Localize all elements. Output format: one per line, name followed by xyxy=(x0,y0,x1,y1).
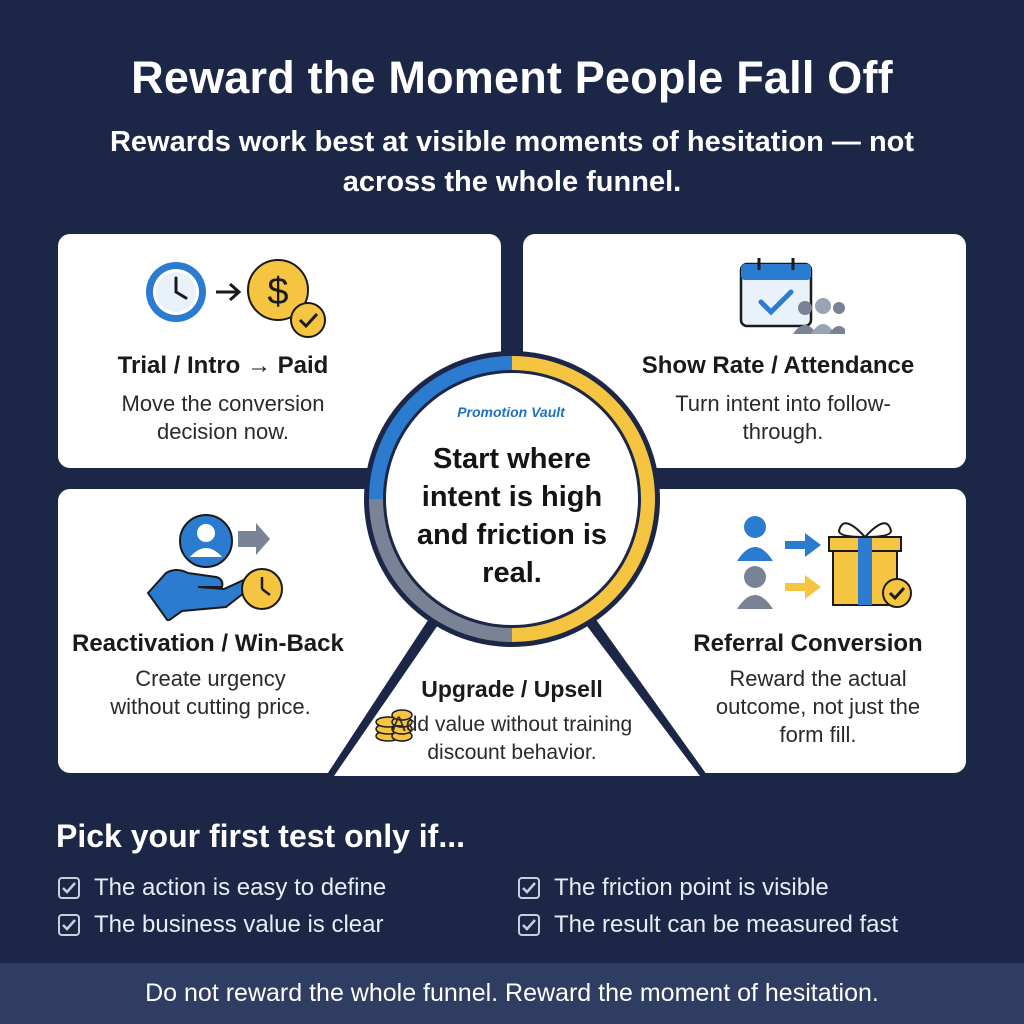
hub-ring-blue xyxy=(369,356,513,500)
footer-banner: Do not reward the whole funnel. Reward t… xyxy=(0,963,1024,1024)
checklist-heading: Pick your first test only if... xyxy=(56,818,465,854)
card-show-rate-desc: Turn intent into follow-through. xyxy=(675,391,891,444)
card-reactivation-desc: Create urgency without cutting price. xyxy=(110,666,311,719)
dollar-coin-icon: $ xyxy=(247,259,309,321)
card-reactivation-title: Reactivation / Win-Back xyxy=(72,630,344,657)
check-badge-icon xyxy=(290,302,326,338)
reactivation-icons xyxy=(146,514,283,621)
card-upgrade-desc: Add value without training discount beha… xyxy=(391,713,633,764)
hub-ring-gray xyxy=(369,498,513,642)
referral-icons xyxy=(737,516,912,609)
checklist-item-text: The result can be measured fast xyxy=(554,911,899,938)
check-badge-icon xyxy=(882,578,912,608)
arrow-right-icon xyxy=(216,282,242,302)
clock-icon xyxy=(241,568,283,610)
checklist-item: The friction point is visible xyxy=(518,874,829,902)
page-title: Reward the Moment People Fall Off xyxy=(131,52,893,103)
arrow-right-icon xyxy=(785,533,821,599)
card-trial-desc: Move the conversion decision now. xyxy=(121,391,325,444)
upgrade-panel xyxy=(334,622,700,776)
hub-ring-yellow-bottom xyxy=(511,498,655,642)
clock-icon xyxy=(146,262,206,322)
checkbox-icon xyxy=(58,877,80,899)
card-upgrade-title: Upgrade / Upsell xyxy=(421,676,603,702)
brand-logo: Promotion Vault xyxy=(457,404,565,420)
person-icon xyxy=(737,516,773,609)
checklist-item: The business value is clear xyxy=(58,911,383,939)
checklist-item-text: The action is easy to define xyxy=(94,874,387,901)
show-rate-icons xyxy=(739,258,845,334)
page-subtitle: Rewards work best at visible moments of … xyxy=(109,126,915,198)
card-referral-desc: Reward the actual outcome, not just the … xyxy=(715,666,921,747)
hub-circle-inner xyxy=(386,373,638,625)
group-people-icon xyxy=(793,298,845,334)
checkbox-icon xyxy=(518,877,540,899)
trial-icons: $ xyxy=(146,259,326,338)
checklist-item-text: The friction point is visible xyxy=(554,874,829,901)
checkbox-icon xyxy=(518,914,540,936)
card-trial-title: Trial / Intro → Paid xyxy=(117,352,329,379)
hub-ring-yellow-top xyxy=(511,356,655,500)
coin-stack-icon xyxy=(375,709,413,742)
checklist-item: The result can be measured fast xyxy=(518,911,898,939)
checkbox-icon xyxy=(58,914,80,936)
user-arrow-icon xyxy=(179,514,270,568)
checklist-item-text: The business value is clear xyxy=(94,911,384,938)
svg-text:$: $ xyxy=(267,271,288,313)
card-referral-title: Referral Conversion xyxy=(693,630,923,657)
checklist-item: The action is easy to define xyxy=(58,874,386,902)
card-show-rate-title: Show Rate / Attendance xyxy=(641,352,915,379)
hub-text: Start where intent is high and friction … xyxy=(416,443,608,589)
calendar-check-icon xyxy=(739,258,813,328)
